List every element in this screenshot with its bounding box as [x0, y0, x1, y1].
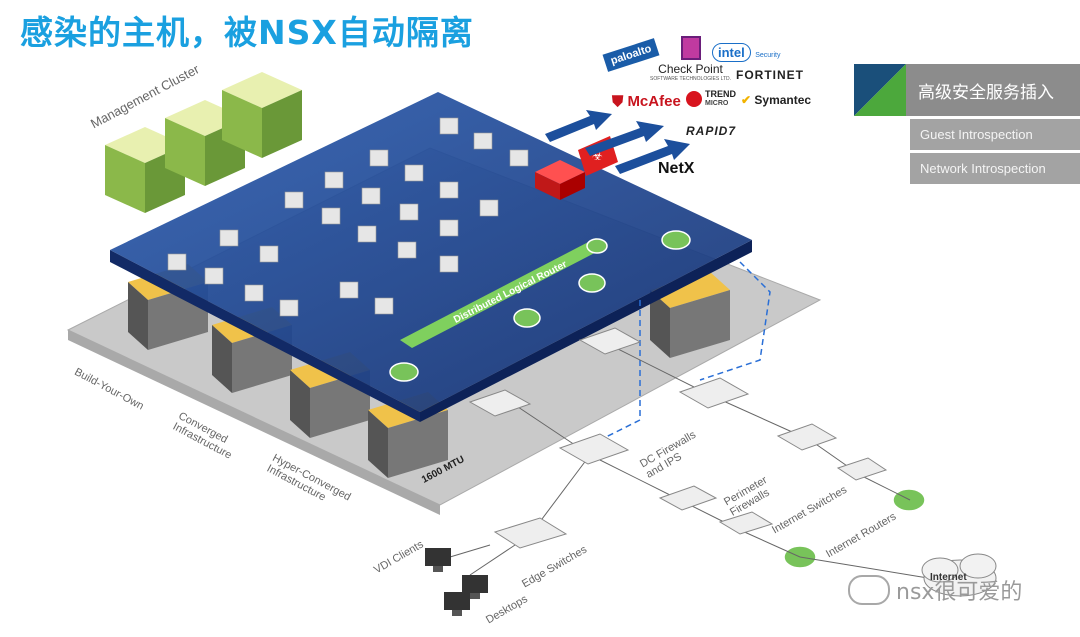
- symantec-logo: ✔ Symantec: [741, 93, 812, 107]
- checkpoint-logo: Check Point SOFTWARE TECHNOLOGIES LTD.: [650, 36, 731, 82]
- mcafee-shield-icon: ⛊: [612, 93, 624, 110]
- management-cluster: [105, 72, 302, 213]
- split-square-icon: [854, 64, 906, 116]
- netx-label: NetX: [658, 160, 695, 177]
- router-icons: [389, 230, 926, 569]
- vm-cubes: [167, 117, 529, 317]
- page-title: 感染的主机，被NSX自动隔离: [20, 13, 474, 52]
- rapid7-logo: RAPID7: [686, 124, 737, 138]
- checkpoint-icon: [680, 36, 701, 60]
- wechat-icon: [848, 575, 890, 605]
- fortinet-logo: FORTINET: [736, 68, 804, 82]
- check-icon: ✔: [741, 93, 752, 107]
- infected-host-icon: ☣: [535, 136, 618, 200]
- network-switches: [468, 327, 888, 549]
- client-computers: [425, 548, 488, 616]
- trendmicro-logo: TREND MICRO: [686, 90, 736, 108]
- trend-ball-icon: [686, 91, 702, 107]
- menu-item-network-introspection[interactable]: Network Introspection: [910, 153, 1080, 184]
- security-services-menu: 高级安全服务插入 Guest Introspection Network Int…: [854, 64, 1080, 184]
- internet-label: Internet: [930, 572, 967, 583]
- svg-text:☣: ☣: [592, 149, 603, 163]
- intel-logo: intel Security: [712, 43, 780, 62]
- menu-header[interactable]: 高级安全服务插入: [854, 64, 1080, 116]
- menu-item-guest-introspection[interactable]: Guest Introspection: [910, 119, 1080, 150]
- dlr-bar: [400, 238, 608, 348]
- netx-arrows: [545, 110, 690, 174]
- watermark: nsx很可爱的: [848, 574, 1022, 606]
- mcafee-logo: ⛊ McAfee: [612, 93, 681, 110]
- menu-header-label: 高级安全服务插入: [906, 64, 1080, 116]
- internet-cloud: [921, 553, 997, 597]
